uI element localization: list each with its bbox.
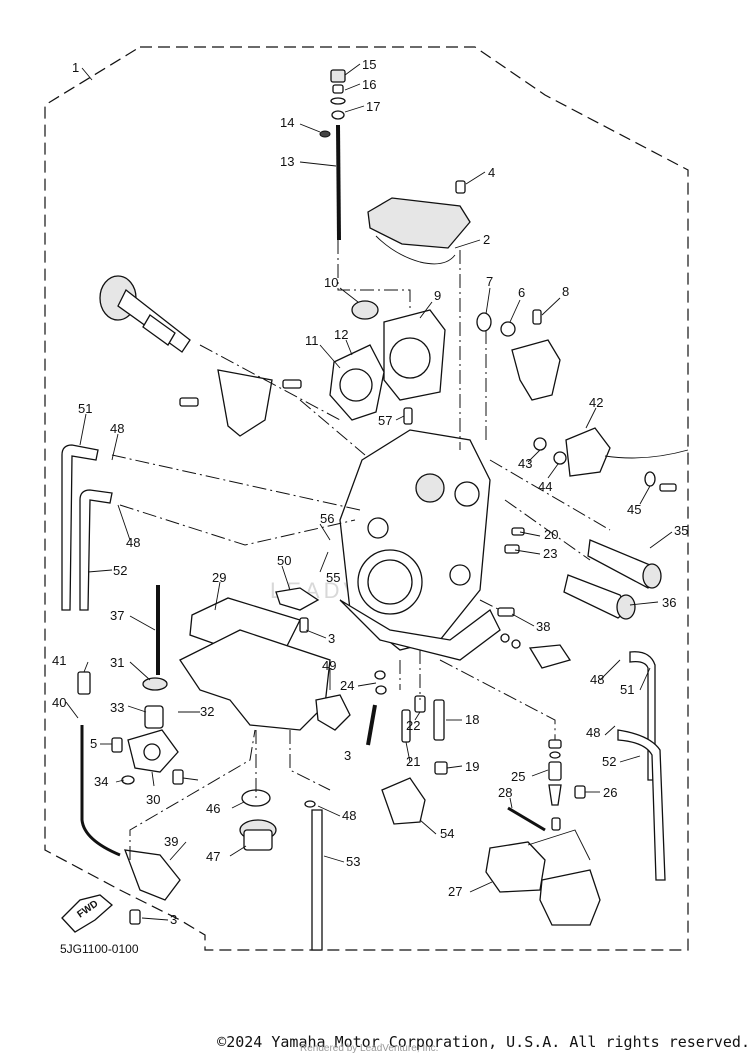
callout-38: 38 xyxy=(536,619,550,634)
forward-arrow-icon: FWD xyxy=(61,894,113,933)
callout-14: 14 xyxy=(280,115,294,130)
callout-6: 6 xyxy=(518,285,525,300)
screw-57 xyxy=(403,407,413,425)
diagram-code: 5JG1100-0100 xyxy=(60,942,139,956)
callout-24: 24 xyxy=(340,678,354,693)
plug-10 xyxy=(351,300,379,320)
callout-8: 8 xyxy=(562,284,569,299)
washer-6 xyxy=(500,321,516,337)
accelerator-pump-parts xyxy=(548,739,562,831)
callout-16: 16 xyxy=(362,77,376,92)
screw-8 xyxy=(532,309,542,325)
callout-51: 51 xyxy=(620,682,634,697)
needle-rod xyxy=(336,124,341,241)
cap-stack xyxy=(330,69,346,120)
callout-50: 50 xyxy=(277,553,291,568)
callout-57: 57 xyxy=(378,413,392,428)
leader-lines xyxy=(65,63,673,921)
screw-4 xyxy=(455,180,466,194)
throttle-shaft xyxy=(99,275,191,353)
callout-23: 23 xyxy=(543,546,557,561)
lever-bracket xyxy=(511,339,561,401)
callout-48: 48 xyxy=(126,535,140,550)
hose-51-left xyxy=(61,444,99,611)
callout-39: 39 xyxy=(164,834,178,849)
callout-31: 31 xyxy=(110,655,124,670)
assembly-boundary xyxy=(44,46,689,951)
top-cover xyxy=(367,197,471,249)
callout-labels: 1 15 16 17 14 13 4 2 7 6 8 10 9 11 12 57… xyxy=(52,57,688,927)
callout-20: 20 xyxy=(544,527,558,542)
callout-48: 48 xyxy=(586,725,600,740)
callout-4: 4 xyxy=(488,165,495,180)
callout-25: 25 xyxy=(511,769,525,784)
callout-15: 15 xyxy=(362,57,376,72)
hose-52-right xyxy=(617,729,666,881)
callout-29: 29 xyxy=(212,570,226,585)
float-bowl xyxy=(179,629,331,731)
callout-48: 48 xyxy=(590,672,604,687)
callout-7: 7 xyxy=(486,274,493,289)
callout-46: 46 xyxy=(206,801,220,816)
reference-lines xyxy=(111,240,611,860)
callout-47: 47 xyxy=(206,849,220,864)
callout-5: 5 xyxy=(90,736,97,751)
callout-13: 13 xyxy=(280,154,294,169)
callout-35: 35 xyxy=(674,523,688,538)
bolt xyxy=(282,379,302,389)
carburetor-body xyxy=(339,429,501,661)
callout-55: 55 xyxy=(326,570,340,585)
callout-10: 10 xyxy=(324,275,338,290)
callout-21: 21 xyxy=(406,754,420,769)
callout-19: 19 xyxy=(465,759,479,774)
clip xyxy=(319,130,331,138)
callout-22: 22 xyxy=(406,718,420,733)
callout-49: 49 xyxy=(322,658,336,673)
callout-30: 30 xyxy=(146,792,160,807)
callout-56: 56 xyxy=(320,511,334,526)
hose-52-left xyxy=(79,489,113,611)
callout-12: 12 xyxy=(334,327,348,342)
callout-3: 3 xyxy=(170,912,177,927)
callout-40: 40 xyxy=(52,695,66,710)
washer-7 xyxy=(476,312,492,332)
rendered-by-note: Rendered by LeadVenture, Inc. xyxy=(300,1043,439,1054)
callout-48: 48 xyxy=(110,421,124,436)
callout-1: 1 xyxy=(72,60,79,75)
callout-37: 37 xyxy=(110,608,124,623)
callout-28: 28 xyxy=(498,785,512,800)
callout-36: 36 xyxy=(662,595,676,610)
callout-54: 54 xyxy=(440,826,454,841)
callout-18: 18 xyxy=(465,712,479,727)
callout-52: 52 xyxy=(602,754,616,769)
callout-27: 27 xyxy=(448,884,462,899)
callout-11: 11 xyxy=(305,333,319,348)
callout-51: 51 xyxy=(78,401,92,416)
callout-48: 48 xyxy=(342,808,356,823)
callout-53: 53 xyxy=(346,854,360,869)
callout-26: 26 xyxy=(603,785,617,800)
callout-3: 3 xyxy=(344,748,351,763)
callout-45: 45 xyxy=(627,502,641,517)
callout-34: 34 xyxy=(94,774,108,789)
callout-41: 41 xyxy=(52,653,66,668)
callout-2: 2 xyxy=(483,232,490,247)
callout-43: 43 xyxy=(518,456,532,471)
copyright-notice: ©2024 Yamaha Motor Corporation, U.S.A. A… xyxy=(217,1033,750,1051)
callout-52: 52 xyxy=(113,563,127,578)
callout-3: 3 xyxy=(328,631,335,646)
callout-33: 33 xyxy=(110,700,124,715)
callout-32: 32 xyxy=(200,704,214,719)
position-sensor xyxy=(565,427,611,477)
bracket xyxy=(217,369,273,437)
hose-51-right xyxy=(629,651,656,781)
pump-housing xyxy=(485,841,546,893)
callout-17: 17 xyxy=(366,99,380,114)
bolt-2 xyxy=(179,397,199,407)
callout-9: 9 xyxy=(434,288,441,303)
callout-42: 42 xyxy=(589,395,603,410)
callout-44: 44 xyxy=(538,479,552,494)
